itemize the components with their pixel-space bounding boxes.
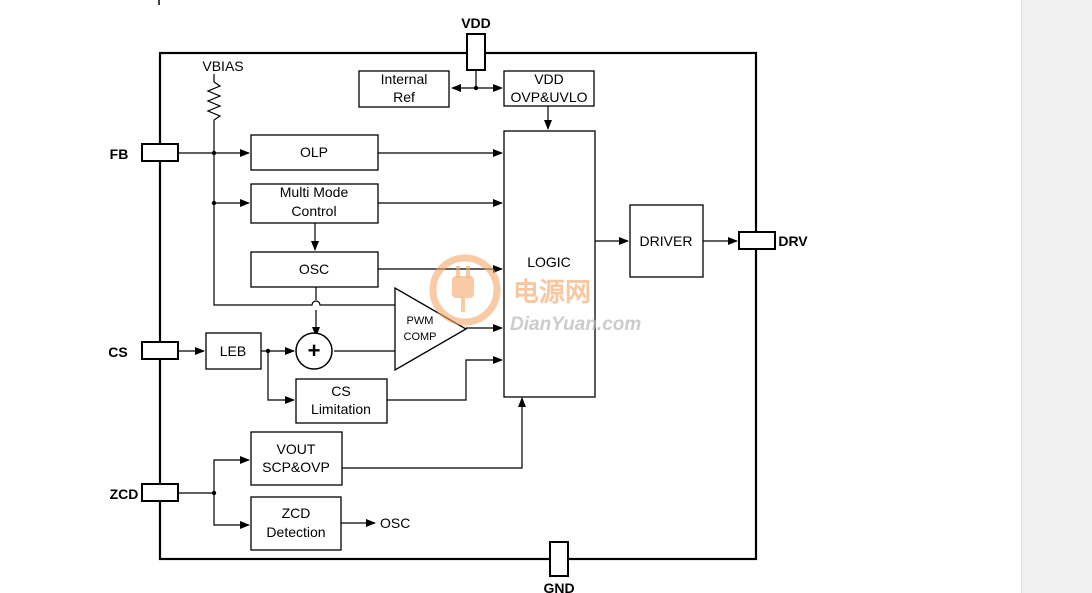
- watermark-cn: 电源网: [513, 278, 591, 308]
- cs-limitation-block: CS Limitation: [295, 378, 388, 424]
- junction-zcd: [211, 490, 217, 496]
- pwm-comp-block: PWM COMP: [394, 286, 468, 372]
- internal-ref-block: Internal Ref: [358, 70, 450, 108]
- vdd-ovp-uvlo-block: VDD OVP&UVLO: [503, 70, 595, 107]
- multi-mode-label-2: Control: [291, 203, 336, 219]
- zcd-detection-label-2: Detection: [266, 524, 325, 540]
- vdd-ovp-label-2: OVP&UVLO: [510, 89, 587, 105]
- vdd-ovp-label-1: VDD: [534, 71, 564, 87]
- logic-block: LOGIC: [503, 130, 596, 398]
- wire-zcd-detection: [213, 493, 250, 529]
- junction-multimode: [211, 200, 217, 206]
- cs-pin: CS: [108, 341, 179, 360]
- drv-pin: DRV: [738, 231, 808, 250]
- leb-label: LEB: [220, 343, 246, 359]
- right-sidebar: [1021, 0, 1092, 593]
- vout-label-1: VOUT: [277, 441, 316, 457]
- multi-mode-control-block: Multi Mode Control: [250, 183, 379, 224]
- drv-pin-label: DRV: [778, 233, 808, 249]
- arrow-to-internal-ref: [451, 84, 461, 92]
- leb-block: LEB: [205, 332, 262, 370]
- wire-zcd-vout: [178, 456, 250, 494]
- zcd-detection-block: ZCD Detection: [250, 496, 342, 551]
- plug-logo-icon: [429, 254, 501, 326]
- vbias-label: VBIAS: [202, 58, 243, 74]
- block-diagram: Internal Ref VDD OVP&UVLO OLP Multi Mode…: [108, 0, 808, 593]
- gnd-pin-label: GND: [543, 580, 574, 593]
- wire-leb-cslimit: [267, 351, 295, 404]
- chip-outline: [158, 51, 758, 561]
- internal-ref-label-1: Internal: [381, 71, 428, 87]
- junction-fb: [211, 150, 217, 156]
- fb-pin: FB: [110, 143, 179, 162]
- vdd-pin: VDD: [461, 15, 491, 71]
- cs-limitation-label-2: Limitation: [311, 401, 371, 417]
- multi-mode-label-1: Multi Mode: [280, 184, 349, 200]
- olp-label: OLP: [300, 144, 328, 160]
- gnd-pin: GND: [543, 541, 575, 593]
- wire-vout-logic: [342, 397, 526, 469]
- arrow-to-vdd-ovp: [493, 84, 503, 92]
- zcd-pin: ZCD: [110, 483, 179, 502]
- vbias-resistor: [206, 74, 222, 128]
- pwm-label-2: COMP: [404, 331, 437, 343]
- watermark: 电源网 DianYuan.com: [429, 254, 641, 335]
- junction-vdd: [473, 85, 479, 91]
- osc-label: OSC: [299, 261, 329, 277]
- wire-cslimit-logic: [387, 356, 503, 401]
- sum-plus-label: +: [308, 338, 321, 363]
- watermark-en: DianYuan.com: [510, 314, 641, 335]
- olp-block: OLP: [250, 134, 379, 171]
- zcd-pin-label: ZCD: [110, 486, 139, 502]
- fb-pin-label: FB: [110, 146, 129, 162]
- osc-block: OSC: [250, 251, 379, 288]
- logic-label: LOGIC: [527, 254, 571, 270]
- cs-pin-label: CS: [108, 344, 127, 360]
- pwm-label-1: PWM: [407, 315, 434, 327]
- vout-label-2: SCP&OVP: [262, 459, 330, 475]
- cs-limitation-label-1: CS: [331, 383, 350, 399]
- driver-label: DRIVER: [640, 233, 693, 249]
- summing-node: +: [295, 332, 333, 370]
- vdd-pin-label: VDD: [461, 15, 491, 31]
- driver-block: DRIVER: [629, 204, 704, 278]
- vout-scp-ovp-block: VOUT SCP&OVP: [250, 431, 343, 486]
- zcd-detection-label-1: ZCD: [282, 505, 311, 521]
- bias-line: [213, 128, 396, 306]
- osc-output-label: OSC: [380, 515, 410, 531]
- internal-ref-label-2: Ref: [393, 89, 415, 105]
